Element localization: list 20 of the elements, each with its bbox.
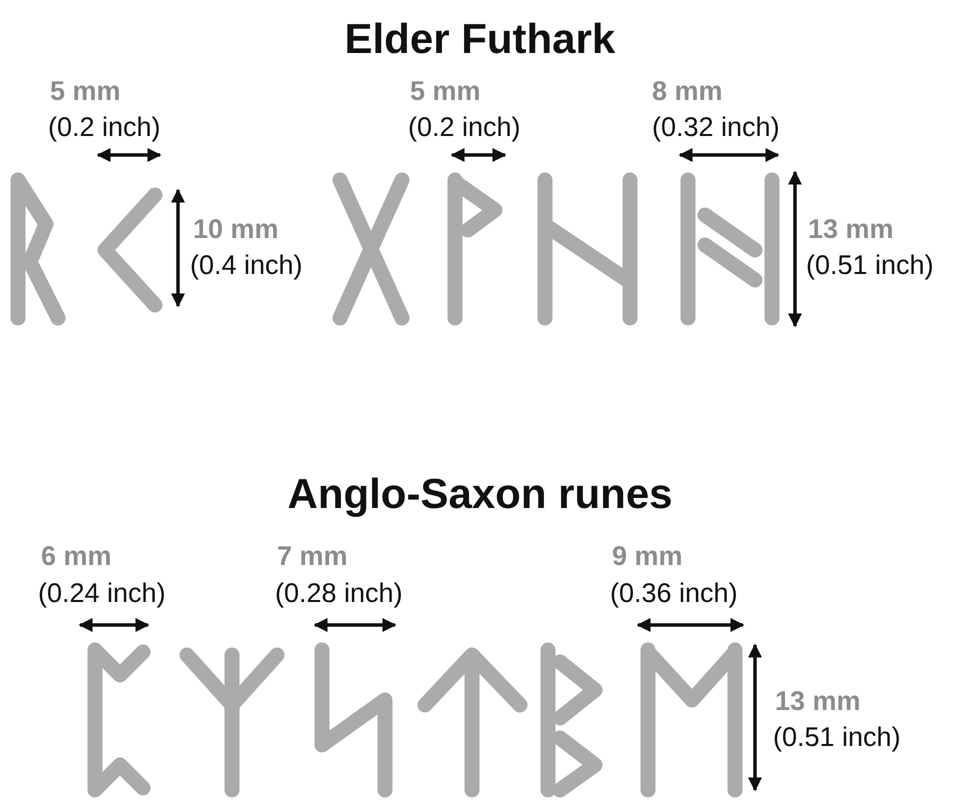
measurement-text: (0.2 inch) [408,114,521,141]
heading: Anglo-Saxon runes [288,473,673,515]
measurement-text: (0.24 inch) [38,580,166,607]
measurement-text: 5 mm [50,78,121,105]
measurement-text: 6 mm [41,543,112,570]
measurement-text: (0.4 inch) [190,252,303,279]
measurement-text: (0.51 inch) [806,252,934,279]
measurement-text: 5 mm [410,78,481,105]
measurement-text: (0.2 inch) [48,114,161,141]
measurement-text: 10 mm [193,216,279,243]
measurement-text: (0.51 inch) [773,724,901,751]
measurement-text: 9 mm [612,543,683,570]
measurement-text: (0.32 inch) [652,114,780,141]
measurement-text: 8 mm [652,78,723,105]
measurement-text: 13 mm [808,216,894,243]
measurement-text: (0.28 inch) [275,580,403,607]
measurement-text: (0.36 inch) [610,580,738,607]
measurement-text: 7 mm [277,543,348,570]
heading: Elder Futhark [344,18,616,60]
measurement-text: 13 mm [775,688,861,715]
